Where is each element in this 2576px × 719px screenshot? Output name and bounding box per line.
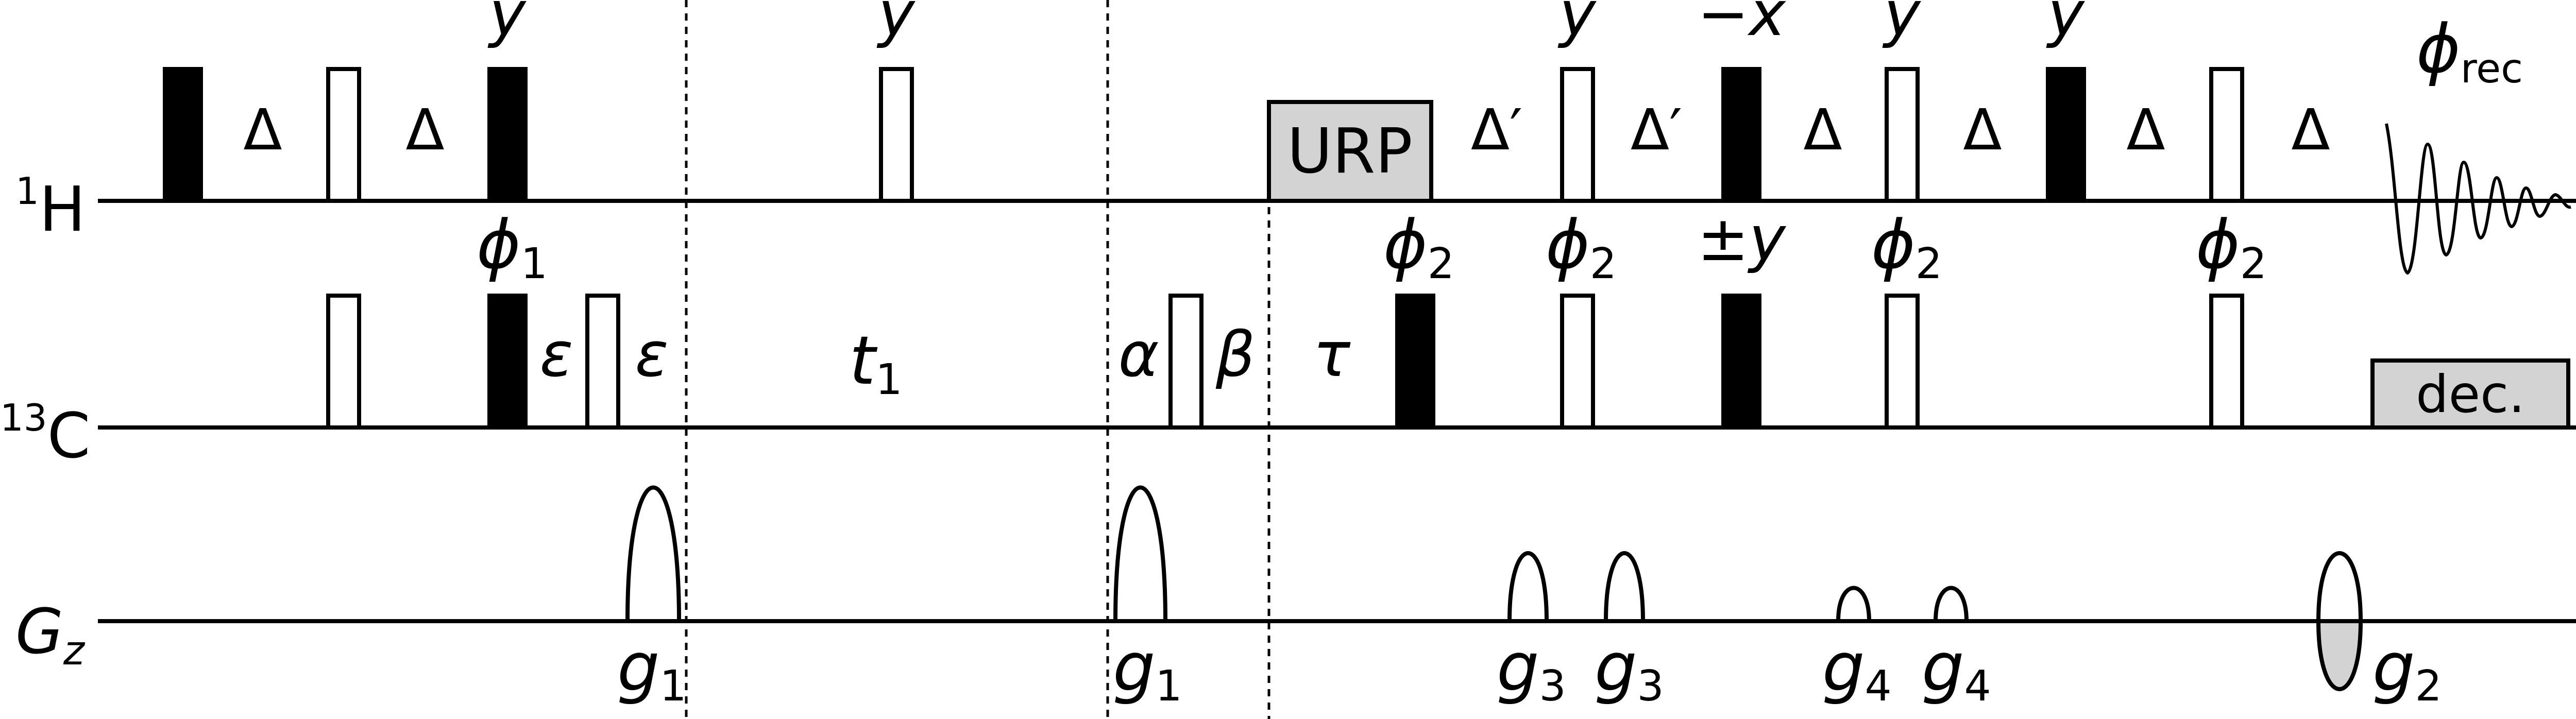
delta-prime-label-2: Δ′	[1631, 97, 1682, 163]
g2-label: g2	[2372, 628, 2442, 711]
gradient-g4-2	[1933, 586, 1969, 623]
gradient-g2-top	[2316, 551, 2363, 623]
fid-signal	[2385, 123, 2571, 275]
phase-pm-y-label: ±y	[1697, 203, 1787, 275]
h-pulse-90-1	[163, 67, 203, 203]
phase-y-label-5: y	[2046, 0, 2085, 50]
g-channel-label: Gz	[15, 596, 86, 674]
dec-label: dec.	[2416, 364, 2525, 424]
phi-rec-label: ϕrec	[2416, 10, 2523, 92]
h-pulse-180-4	[1885, 67, 1920, 203]
delta-label-5: Δ	[2126, 97, 2165, 163]
h-pulse-90-3	[1721, 67, 1761, 203]
delta-label-4: Δ	[1963, 97, 2002, 163]
phi1-label: ϕ1	[477, 206, 548, 288]
c-pulse-90-1	[487, 294, 528, 430]
h-pulse-180-5	[2209, 67, 2244, 203]
delta-label-2: Δ	[405, 97, 444, 163]
g1-label-2: g1	[1113, 628, 1182, 711]
h-pulse-180-1	[326, 67, 361, 203]
h-pulse-90-4	[2046, 67, 2086, 203]
phase-y-label-3: y	[1557, 0, 1597, 50]
urp-box	[1267, 100, 1433, 203]
h-pulse-90-2	[487, 67, 528, 203]
c-pulse-180-6	[2209, 294, 2244, 430]
delta-label-3: Δ	[1803, 97, 1842, 163]
dec-box	[2370, 358, 2570, 430]
urp-label: URP	[1287, 116, 1413, 187]
c-pulse-180-2	[585, 294, 620, 430]
phase-y-label-1: y	[487, 0, 527, 50]
g4-label-2: g4	[1922, 628, 1991, 711]
delta-label-1: Δ	[243, 97, 282, 163]
g3-label-2: g3	[1595, 628, 1664, 711]
gradient-g1-2	[1113, 485, 1168, 623]
phi2-label-4: ϕ2	[2196, 206, 2267, 288]
c-pulse-180-3	[1168, 294, 1204, 430]
phase-minus-x-label: −x	[1697, 0, 1787, 50]
gradient-g4-1	[1836, 586, 1872, 623]
gradient-g2-bottom	[2316, 619, 2363, 691]
epsilon-label-2: ε	[635, 319, 669, 391]
c-pulse-180-1	[326, 294, 361, 430]
phase-y-label-4: y	[1882, 0, 1921, 50]
c-pulse-90-2	[1395, 294, 1435, 430]
gradient-g1-1	[625, 485, 682, 623]
phase-y-label-2: y	[876, 0, 916, 50]
gradient-g3-2	[1603, 551, 1646, 623]
c-pulse-180-4	[1560, 294, 1595, 430]
g1-label-1: g1	[617, 628, 687, 711]
epsilon-label-1: ε	[540, 319, 573, 391]
delta-prime-label-1: Δ′	[1471, 97, 1522, 163]
c-pulse-90-3	[1721, 294, 1761, 430]
h-pulse-180-3	[1560, 67, 1595, 203]
c-pulse-180-5	[1885, 294, 1920, 430]
phi2-label-1: ϕ2	[1383, 206, 1454, 288]
h-pulse-180-2	[879, 67, 914, 203]
phi2-label-3: ϕ2	[1871, 206, 1942, 288]
g3-label-1: g3	[1497, 628, 1566, 711]
h-channel-label: 1H	[15, 169, 86, 246]
t1-label: t1	[849, 321, 902, 404]
phi2-label-2: ϕ2	[1546, 206, 1617, 288]
gradient-g3-1	[1507, 551, 1549, 623]
alpha-label: α	[1118, 319, 1159, 391]
beta-label: β	[1215, 319, 1256, 391]
delta-label-6: Δ	[2291, 97, 2330, 163]
tau-label: τ	[1313, 319, 1351, 391]
c-channel-label: 13C	[0, 396, 90, 472]
g4-label-1: g4	[1822, 628, 1892, 711]
